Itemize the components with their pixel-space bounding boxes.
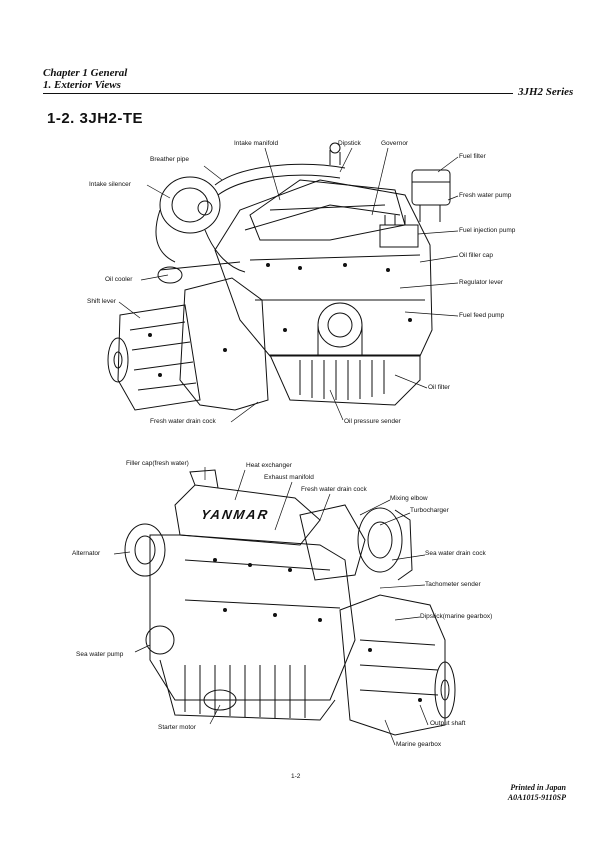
label-fresh-water-drain-cock-top: Fresh water drain cock — [150, 418, 216, 425]
label-filler-cap: Filler cap(fresh water) — [126, 460, 189, 467]
section-title: 1. Exterior Views — [43, 79, 121, 91]
label-fuel-injection-pump: Fuel injection pump — [459, 227, 516, 234]
label-dipstick: Dipstick — [338, 140, 361, 147]
label-tachometer-sender: Tachometer sender — [425, 581, 481, 588]
label-exhaust-manifold: Exhaust manifold — [264, 474, 314, 481]
label-fuel-feed-pump: Fuel feed pump — [459, 312, 505, 319]
label-turbocharger: Turbocharger — [410, 507, 449, 514]
label-starter-motor: Starter motor — [158, 724, 196, 731]
label-oil-filler-cap: Oil filler cap — [459, 252, 493, 259]
footer-code: A0A1015-9110SP — [507, 793, 566, 802]
label-dipstick-marine-gearbox: Dipstick(marine gearbox) — [420, 613, 493, 620]
page-title: 1-2. 3JH2-TE — [47, 110, 144, 127]
label-mixing-elbow: Mixing elbow — [390, 495, 428, 502]
label-sea-water-pump: Sea water pump — [76, 651, 124, 658]
label-output-shaft: Output shaft — [430, 720, 466, 727]
label-regulator-lever: Regulator lever — [459, 279, 504, 286]
series-label: 3JH2 Series — [518, 86, 574, 98]
label-governor: Governor — [381, 140, 409, 147]
label-alternator: Alternator — [72, 550, 101, 557]
yanmar-logo: YANMAR — [199, 507, 271, 522]
label-marine-gearbox: Marine gearbox — [396, 741, 442, 748]
label-intake-silencer: Intake silencer — [89, 181, 131, 188]
label-oil-cooler: Oil cooler — [105, 276, 133, 283]
top-engine-drawing — [107, 142, 451, 411]
label-heat-exchanger: Heat exchanger — [246, 462, 292, 469]
label-shift-lever: Shift lever — [87, 298, 116, 305]
label-oil-pressure-sender: Oil pressure sender — [344, 418, 401, 425]
label-fuel-filter: Fuel filter — [459, 153, 486, 160]
top-leader-lines — [118, 147, 459, 423]
label-fresh-water-pump: Fresh water pump — [459, 192, 512, 199]
label-sea-water-drain-cock: Sea water drain cock — [425, 550, 486, 557]
label-breather-pipe: Breather pipe — [150, 156, 190, 163]
footer-printed: Printed in Japan — [510, 783, 566, 792]
label-oil-filter: Oil filter — [428, 384, 451, 391]
bottom-engine-drawing — [124, 469, 456, 736]
header-rule — [43, 93, 513, 94]
label-fresh-water-drain-cock-bottom: Fresh water drain cock — [301, 486, 367, 493]
bottom-leader-lines — [113, 467, 429, 746]
chapter-title: Chapter 1 General — [43, 67, 128, 79]
page-number: 1-2 — [291, 773, 301, 780]
label-intake-manifold: Intake manifold — [234, 140, 279, 147]
